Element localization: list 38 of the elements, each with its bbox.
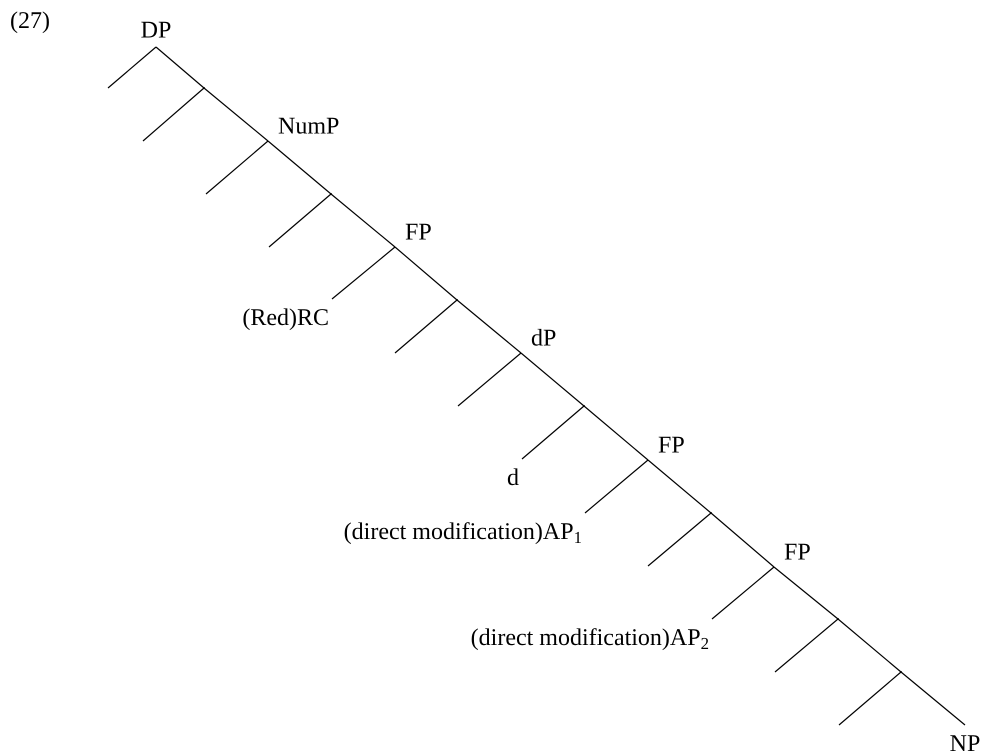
node-label: FP [774,540,811,567]
tree-branch [712,566,774,620]
tree-branch [204,88,268,142]
node-label: FP [648,432,685,460]
tree-branch [332,246,396,300]
tree-branch [584,460,648,514]
example-number: (27) [10,8,50,35]
tree-branch [268,140,332,194]
tree-branch [394,300,458,354]
tree-branch [142,88,204,142]
tree-branch [710,512,774,568]
tree-branch [330,194,396,248]
tree-branch [522,406,584,460]
tree-branch [520,352,584,406]
node-label: dP [521,326,556,353]
tree-branch [456,300,522,354]
node-label: NP [950,725,980,755]
tree-branch [648,460,712,514]
tree-branch [774,618,838,672]
node-label: (direct modification)AP$_{2}$ [470,619,712,652]
tree-branch [584,406,648,460]
tree-branch [458,352,522,406]
tree-branch [900,672,966,726]
tree-branch [268,194,332,248]
node-label: d [507,459,522,492]
tree-branch [156,46,204,88]
tree-branch [108,46,156,88]
node-label: DP [140,18,172,47]
tree-branch [838,672,902,726]
tree-branch [774,566,838,620]
node-label: (direct modification)AP$_{1}$ [344,513,585,546]
tree-branch [394,246,458,300]
node-label: NumP [268,114,340,141]
node-label: (Red)RC [242,299,332,332]
tree-branch [206,140,268,194]
tree-branch [648,512,712,566]
node-label: FP [395,220,432,247]
tree-branch [838,618,902,672]
